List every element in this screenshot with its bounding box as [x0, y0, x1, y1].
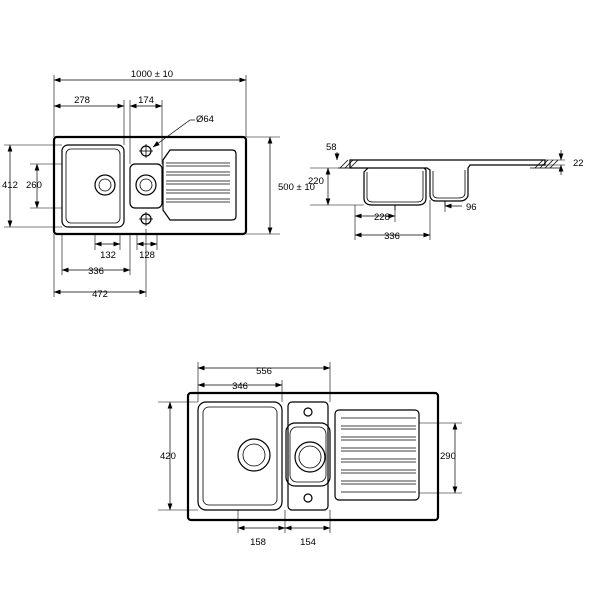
half-bowl-bottom-inner	[289, 426, 327, 483]
main-waste-bottom-inner	[242, 443, 266, 467]
main-waste-inner	[98, 178, 112, 192]
half-waste-outer	[135, 174, 157, 196]
sink-outline	[52, 135, 248, 236]
label-tap-hole: Ø64	[196, 114, 214, 125]
surface-hatch	[339, 159, 559, 169]
half-waste-bottom-outer	[294, 441, 326, 473]
top-view: 1000 ± 10 278 174 Ø64 500 ± 10 412 260	[2, 69, 315, 300]
label-half-waste: 154	[300, 537, 316, 548]
half-bowl-bottom	[285, 422, 331, 487]
cutout-view: 556 346 420 290 158 154	[158, 362, 462, 548]
label-rim-height: 58	[326, 142, 337, 153]
main-bowl-bottom-inner	[202, 406, 278, 506]
label-bowl-height: 260	[26, 180, 42, 191]
half-waste-bottom-inner	[298, 445, 322, 469]
drainer-bottom-grooves	[341, 417, 416, 493]
label-top-thickness: 22	[573, 158, 584, 169]
tap-hole-bottom-view-top	[303, 407, 313, 417]
main-waste-outer	[94, 174, 116, 196]
label-main-bowl-base: 228	[374, 212, 390, 223]
tap-hole-bottom-view-bottom	[303, 493, 313, 503]
half-bowl	[129, 163, 163, 209]
label-cutout-depth: 420	[160, 451, 176, 462]
label-bowl-cutout: 346	[232, 381, 248, 392]
drainer-outline	[162, 149, 237, 221]
section-profile	[349, 159, 546, 206]
label-overall-depth: 500 ± 10	[278, 182, 315, 193]
main-bowl-bottom	[197, 401, 283, 511]
label-outer-height: 412	[2, 180, 18, 191]
label-half-bowl-base: 96	[466, 202, 477, 213]
label-main-waste: 158	[250, 537, 266, 548]
label-bowl-depth: 220	[308, 176, 324, 187]
half-waste-inner	[139, 178, 153, 192]
half-bowl-bottom-frame	[287, 401, 329, 511]
label-bowls-width: 336	[88, 266, 104, 277]
label-to-drainer: 472	[92, 289, 108, 300]
leader-tap-hole	[152, 119, 191, 148]
main-bowl	[61, 144, 125, 228]
section-view: 58 220 22 228 96 336	[308, 142, 584, 242]
main-waste-bottom-outer	[237, 438, 271, 472]
drainer-grooves	[166, 162, 230, 203]
label-drainer-depth: 290	[440, 451, 456, 462]
drainer-bottom	[334, 409, 420, 501]
label-section-width: 336	[384, 231, 400, 242]
cutout-outline	[186, 391, 440, 522]
label-overall-length: 1000 ± 10	[131, 69, 173, 80]
label-waste-spacing: 132	[100, 250, 116, 261]
label-half-bowl-width: 128	[139, 250, 155, 261]
label-cutout-width: 556	[256, 366, 272, 377]
main-bowl-inner	[65, 148, 121, 224]
label-main-bowl-width: 278	[74, 95, 90, 106]
label-half-bowl-offset: 174	[138, 95, 154, 106]
